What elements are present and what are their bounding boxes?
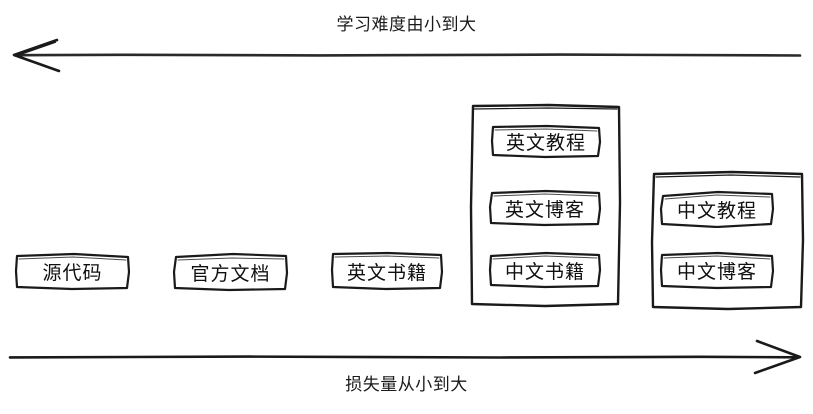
node-outline: [172, 252, 289, 292]
node-outline: [490, 124, 602, 159]
top-axis-label: 学习难度由小到大: [336, 15, 477, 35]
node-label: 中文教程: [676, 199, 757, 222]
node-label: 英文博客: [504, 198, 585, 221]
node-label: 官方文档: [190, 262, 271, 285]
node-outline: [488, 251, 602, 289]
node-english-tutorial[interactable]: 英文教程: [490, 124, 602, 159]
node-english-blog[interactable]: 英文博客: [488, 189, 602, 227]
node-chinese-books[interactable]: 中文书籍: [488, 251, 602, 289]
node-outline: [488, 189, 602, 227]
node-label: 英文书籍: [346, 261, 427, 284]
node-outline: [330, 251, 444, 291]
node-outline: [659, 251, 775, 290]
node-label: 英文教程: [505, 132, 586, 154]
loss-axis-arrow: [8, 339, 802, 375]
node-outline: [659, 190, 775, 228]
difficulty-axis-arrow: [12, 38, 802, 73]
node-label: 中文书籍: [504, 260, 585, 283]
node-chinese-blog[interactable]: 中文博客: [659, 251, 775, 290]
node-label: 中文博客: [676, 261, 757, 283]
node-label: 源代码: [42, 262, 103, 284]
node-english-books[interactable]: 英文书籍: [330, 251, 444, 291]
node-official-docs[interactable]: 官方文档: [172, 252, 289, 292]
node-outline: [14, 252, 131, 291]
node-source-code[interactable]: 源代码: [14, 252, 131, 291]
node-chinese-tutorial[interactable]: 中文教程: [659, 190, 775, 228]
bottom-axis-label: 损失量从小到大: [345, 375, 468, 395]
